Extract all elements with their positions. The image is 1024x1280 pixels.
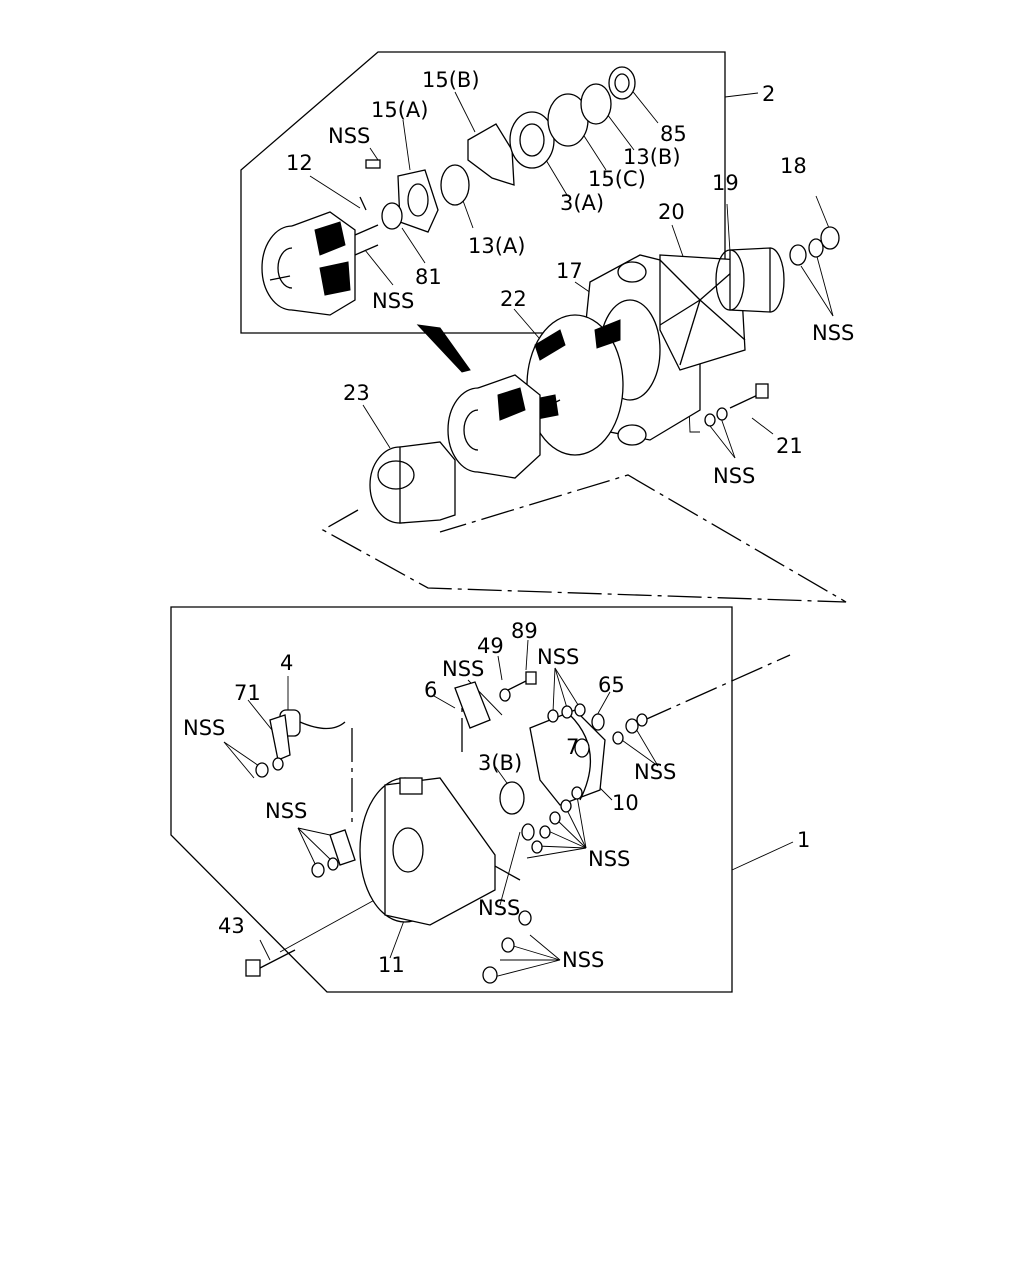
callout-nss-rotor: NSS (372, 289, 414, 313)
callout-13b: 13(B) (623, 145, 681, 169)
callout-21: 21 (776, 434, 803, 458)
callout-4: 4 (280, 651, 293, 675)
callout-20: 20 (658, 200, 685, 224)
washer-49 (499, 688, 511, 702)
rear-cover-11 (359, 777, 496, 926)
terminal-65 (591, 713, 605, 731)
callout-22: 22 (500, 287, 527, 311)
washer-13b (580, 83, 612, 125)
hardware-nss-misc (255, 703, 648, 878)
callout-85: 85 (660, 122, 687, 146)
callout-11: 11 (378, 953, 405, 977)
callout-labels: 2 15(B) 15(A) NSS 12 3(A) 15(C) 13(B) 85… (183, 68, 854, 977)
pulley-19 (715, 247, 785, 313)
callout-43: 43 (218, 914, 245, 938)
callout-nss-18: NSS (812, 321, 854, 345)
callout-18: 18 (780, 154, 807, 178)
callout-15c: 15(C) (588, 167, 646, 191)
callout-49: 49 (477, 634, 504, 658)
screw-12 (359, 159, 381, 211)
callout-nss-bottom: NSS (562, 948, 604, 972)
callout-89: 89 (511, 619, 538, 643)
bolt-43 (245, 949, 296, 977)
rotor-middle (447, 374, 561, 479)
pulley-nut-18 (789, 226, 840, 266)
callout-1: 1 (797, 828, 810, 852)
callout-2: 2 (762, 82, 775, 106)
terminal-bracket-lower (329, 829, 356, 866)
callout-17: 17 (556, 259, 583, 283)
assembly-dash-outline (321, 474, 847, 603)
hardware-nss-bottom (482, 823, 535, 984)
spacer-13a (440, 164, 470, 206)
stator-22 (526, 314, 624, 456)
callout-13a: 13(A) (468, 234, 525, 258)
callout-15b: 15(B) (422, 68, 480, 92)
callout-10: 10 (612, 791, 639, 815)
callout-nss-49: NSS (442, 657, 484, 681)
callout-6: 6 (424, 678, 437, 702)
terminal-4 (279, 709, 346, 737)
collar-85 (608, 66, 636, 100)
callout-23: 23 (343, 381, 370, 405)
callout-71: 71 (234, 681, 261, 705)
callout-7: 7 (566, 735, 579, 759)
callout-nss-nuts: NSS (588, 847, 630, 871)
callout-19: 19 (712, 171, 739, 195)
bracket-71 (269, 714, 291, 761)
arrow-indicator (416, 324, 471, 373)
pulley-23 (369, 441, 456, 524)
terminal-7 (574, 738, 590, 758)
callout-nss-cover: NSS (478, 896, 520, 920)
callout-nss-top-bolts: NSS (537, 645, 579, 669)
brush-holder-6 (454, 681, 491, 729)
callout-12: 12 (286, 151, 313, 175)
bearing-3a (509, 111, 555, 169)
callout-nss-21: NSS (713, 464, 755, 488)
rectifier-10 (529, 709, 606, 806)
callout-15a: 15(A) (371, 98, 428, 122)
bolt-89 (507, 671, 537, 691)
callout-nss-bracket: NSS (265, 799, 307, 823)
callout-65: 65 (598, 673, 625, 697)
callout-nss-top: NSS (328, 124, 370, 148)
callout-nss-71: NSS (183, 716, 225, 740)
rotor-front-assembly (261, 211, 379, 316)
callout-81: 81 (415, 265, 442, 289)
group-1-frame (170, 606, 733, 993)
bolt-21 (704, 383, 769, 427)
callout-nss-7: NSS (634, 760, 676, 784)
leader-lines-top (309, 87, 834, 459)
group-2-frame (240, 51, 726, 334)
cover-plate-15b (467, 123, 515, 186)
callout-3b: 3(B) (478, 751, 522, 775)
bearing-retainer-plate (397, 169, 439, 233)
callout-3a: 3(A) (560, 191, 604, 215)
seal-ring-81 (381, 202, 403, 230)
fan-20 (659, 254, 746, 371)
bearing-3b (499, 781, 525, 815)
hardware-nss-nuts (531, 786, 583, 854)
